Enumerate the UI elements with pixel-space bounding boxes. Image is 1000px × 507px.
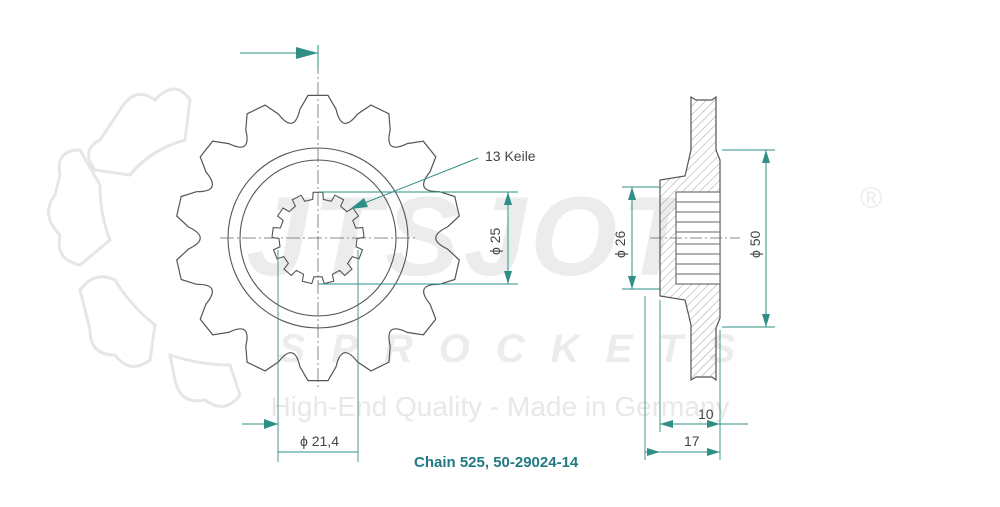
shoulder-diameter-label: ϕ 21,4	[300, 433, 339, 449]
sprocket-side-view	[650, 95, 740, 382]
total-width-label: 17	[684, 433, 700, 449]
spline-diameter-label: ϕ 25	[487, 227, 503, 255]
watermark-registered: ®	[860, 182, 882, 215]
bore-arrow-top	[628, 187, 636, 200]
sprocket-tooth-outline	[176, 94, 460, 382]
total-width-arrow-left	[647, 448, 660, 456]
spline-dia-arrow-top	[504, 192, 512, 205]
watermark-tagline: High-End Quality - Made in Germany	[270, 391, 729, 422]
spline-dia-arrow-bottom	[504, 271, 512, 284]
front-dimensions: 13 Keile ϕ 25 ϕ 21,4	[240, 45, 536, 462]
total-width-arrow-right	[707, 448, 720, 456]
watermark-sub: SPROCKETS	[279, 327, 762, 371]
side-dimensions: ϕ 26 ϕ 50 10 17	[612, 149, 775, 460]
hub-width-label: 10	[698, 406, 714, 422]
splines-leader	[351, 157, 479, 209]
watermark-gear-icon	[47, 87, 242, 408]
hub-width-arrow-right	[707, 420, 720, 428]
bore-arrow-bottom	[628, 276, 636, 289]
hub-width-arrow-left	[660, 420, 673, 428]
top-offset-arrow	[296, 47, 318, 59]
spline-bore	[271, 191, 365, 285]
part-caption: Chain 525, 50-29024-14	[414, 454, 579, 471]
splines-label: 13 Keile	[485, 148, 536, 164]
sprocket-front-view	[176, 60, 460, 390]
watermark-brand: JTSJOT	[246, 174, 698, 299]
hub-arrow-bottom	[762, 314, 770, 327]
watermark: JTSJOT ® SPROCKETS High-End Quality - Ma…	[47, 87, 882, 422]
hub-diameter-label: ϕ 50	[747, 230, 763, 258]
splines-leader-arrow	[350, 198, 368, 209]
hub-arrow-top	[762, 150, 770, 163]
bore-diameter-label: ϕ 26	[612, 230, 628, 258]
shoulder-lead-arrow	[264, 419, 278, 429]
side-spline-lines	[676, 201, 720, 275]
